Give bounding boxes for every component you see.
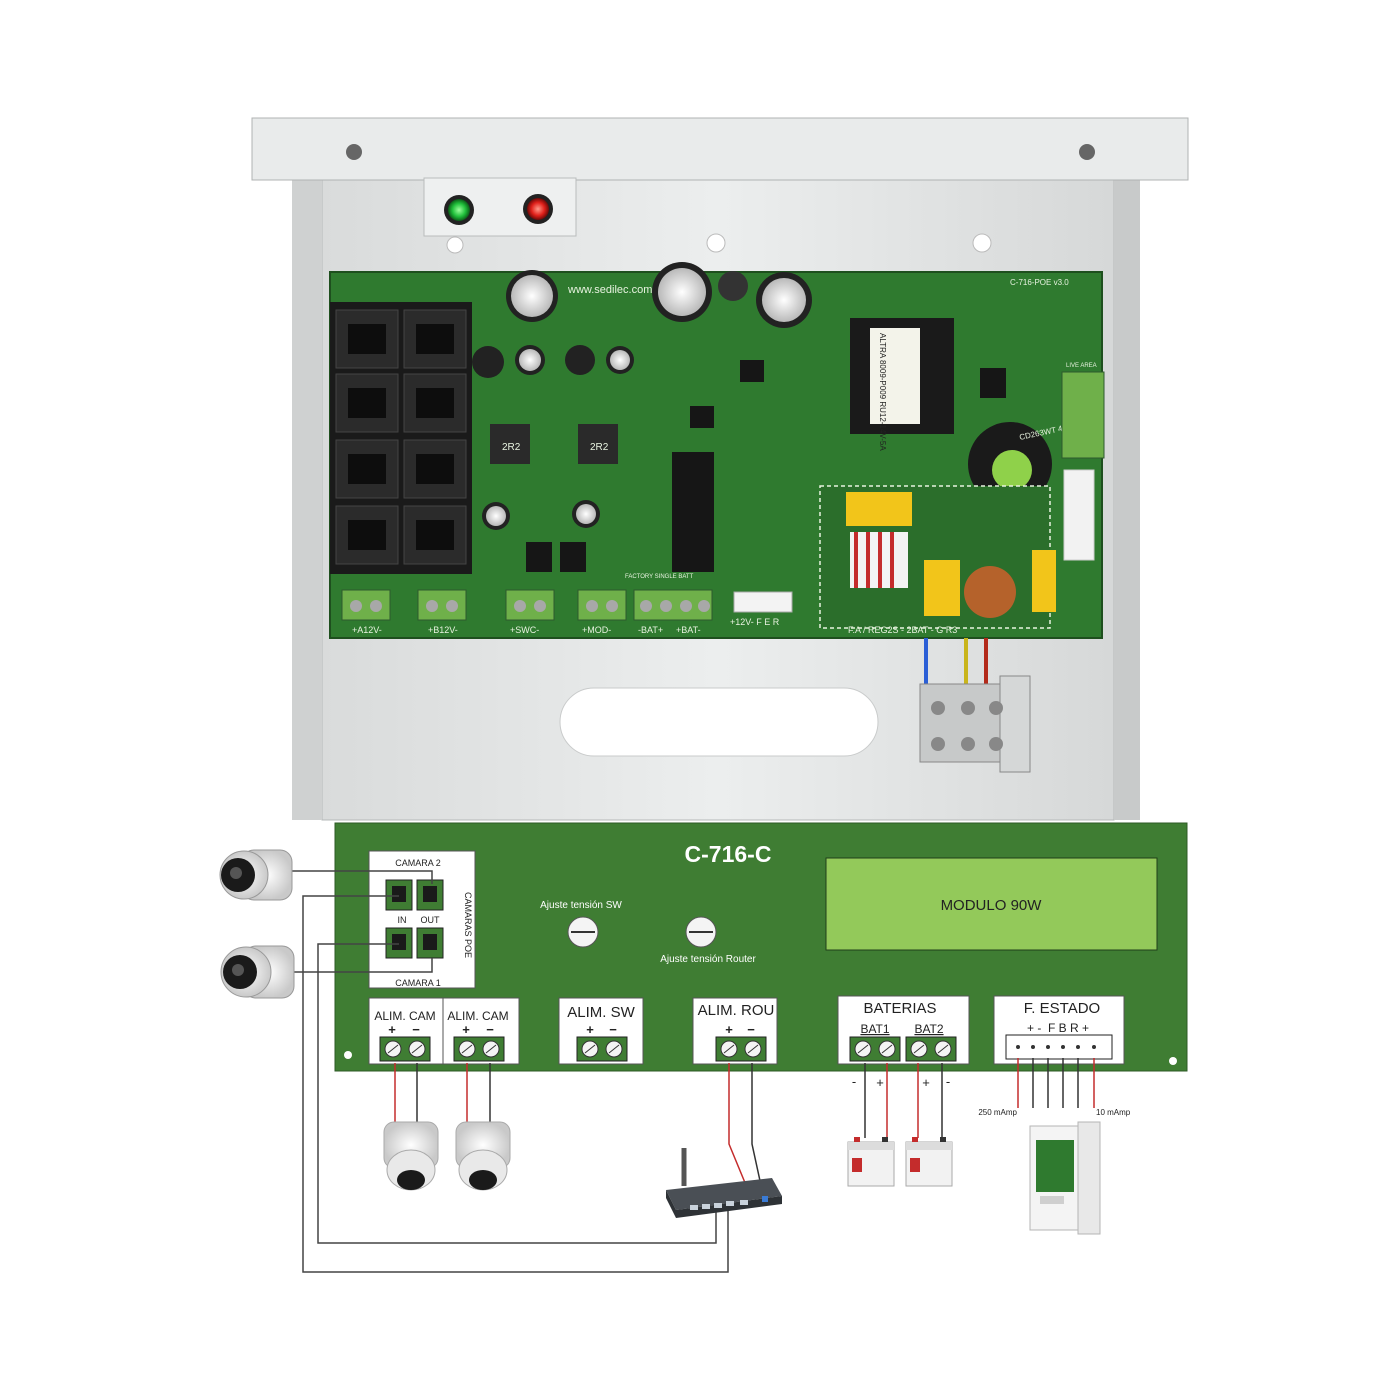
poe-port-cam1-in[interactable] [385, 927, 413, 959]
bat1-minus-marker: - [852, 1074, 856, 1089]
alim-cam-2-terminal[interactable] [453, 1036, 505, 1062]
minus-sign: − [747, 1022, 755, 1037]
dome-camera-icon [455, 1121, 511, 1191]
plus-sign: + [462, 1022, 470, 1037]
current-right-label: 10 mAmp [1096, 1108, 1131, 1117]
poe-side-label: CAMARAS POE [463, 892, 473, 958]
bat2-label: BAT2 [914, 1022, 943, 1036]
pcb-terminals [341, 589, 793, 621]
front-panel: C-716-C MODULO 90W Ajuste tensión SW Aju… [334, 822, 1188, 1072]
estado-box: F. ESTADO + - F B R + [993, 995, 1125, 1065]
cam1-label: CAMARA 1 [395, 978, 441, 988]
baterias-label: BATERIAS [863, 1000, 936, 1017]
mount-screw-left [346, 144, 362, 160]
camera-icon [220, 945, 295, 999]
current-left-label: 250 mAmp [978, 1108, 1017, 1117]
pcb-website: www.sedilec.com [567, 284, 652, 296]
terminal-label-bat-plus: +BAT- [676, 625, 701, 635]
alim-cam-1-box: ALIM. CAM + − [368, 997, 444, 1065]
alim-sw-label: ALIM. SW [567, 1004, 635, 1021]
estado-pins-label: + - F B R + [1027, 1021, 1089, 1035]
camera-icon [219, 849, 293, 901]
battery-icon [905, 1137, 953, 1187]
terminal-label-a12v: +A12V- [352, 625, 382, 635]
battery-icon [847, 1137, 895, 1187]
power-filter [819, 371, 1105, 629]
bat2-minus-marker: - [946, 1074, 950, 1089]
router-icon [666, 1148, 782, 1218]
wires [290, 870, 1095, 1273]
dome-camera-icon [383, 1121, 439, 1191]
alim-rou-terminal[interactable] [715, 1036, 767, 1062]
pcb-model-silk: C-716-POE v3.0 [1010, 278, 1069, 287]
adj-router-knob[interactable] [685, 916, 717, 948]
plus-sign: + [586, 1022, 594, 1037]
poe-port-cam2-in[interactable] [385, 879, 413, 911]
minus-sign: − [486, 1022, 494, 1037]
poe-in-label: IN [398, 915, 407, 925]
alim-sw-terminal[interactable] [576, 1036, 628, 1062]
panel-title: C-716-C [685, 841, 772, 867]
estado-label: F. ESTADO [1024, 1000, 1100, 1017]
minus-sign: − [609, 1022, 617, 1037]
factory-label: FACTORY SINGLE BATT [625, 574, 694, 580]
plus-sign: + [388, 1022, 396, 1037]
adj-sw-knob[interactable] [567, 916, 599, 948]
alim-cam-2-box: ALIM. CAM + − [442, 997, 520, 1065]
bat2-terminal[interactable] [905, 1036, 957, 1062]
rj45-block [330, 302, 472, 574]
inductors [490, 424, 618, 464]
cam2-label: CAMARA 2 [395, 858, 441, 868]
estado-terminal[interactable] [1005, 1034, 1113, 1060]
alim-rou-label: ALIM. ROU [698, 1002, 775, 1019]
bat1-terminal[interactable] [849, 1036, 901, 1062]
alim-sw-box: ALIM. SW + − [558, 997, 644, 1065]
terminal-label-mod: +MOD- [582, 625, 611, 635]
adj-router-label: Ajuste tensión Router [660, 954, 756, 965]
terminal-label-swc: +SWC- [510, 625, 539, 635]
alim-cam-1-label: ALIM. CAM [374, 1009, 435, 1023]
live-area-label: LIVE AREA [1066, 363, 1097, 369]
inductor-label-2: 2R2 [590, 442, 609, 453]
plus-sign: + [725, 1022, 733, 1037]
bat1-label: BAT1 [860, 1022, 889, 1036]
poe-port-cam2-out[interactable] [416, 879, 444, 911]
capacitors [472, 262, 1052, 530]
alim-cam-1-terminal[interactable] [379, 1036, 431, 1062]
bat1-plus-marker: + [876, 1075, 884, 1090]
minus-sign: − [412, 1022, 420, 1037]
inductor-label-1: 2R2 [502, 442, 521, 453]
transformer [850, 318, 954, 434]
terminal-label-status: +12V- F E R [730, 617, 780, 627]
module-box [825, 857, 1158, 951]
poe-box: CAMARA 2 CAMARA 1 IN OUT CAMARAS POE [368, 850, 476, 989]
terminal-label-b12v: +B12V- [428, 625, 458, 635]
module-label: MODULO 90W [941, 897, 1043, 914]
mains-connector [919, 638, 1031, 773]
poe-port-cam1-out[interactable] [416, 927, 444, 959]
alim-cam-2-label: ALIM. CAM [447, 1009, 508, 1023]
baterias-box: BATERIAS BAT1 BAT2 [837, 995, 970, 1065]
poe-out-label: OUT [421, 915, 441, 925]
bat2-plus-marker: + [922, 1075, 930, 1090]
mains-label: F.A / REG2S - 2BAT - G R3 [848, 625, 957, 635]
alim-rou-box: ALIM. ROU + − [692, 997, 778, 1065]
terminal-label-bat-minus: -BAT+ [638, 625, 663, 635]
adj-sw-label: Ajuste tensión SW [540, 900, 622, 911]
pcb-board: www.sedilec.com C-716-POE v3.0 CD263WT 4… [329, 262, 1105, 639]
mount-screw-right [1079, 144, 1095, 160]
transformer-label: ALTRA 8009-P009 RU12-14V-5A [878, 333, 887, 451]
alarm-panel-icon [1029, 1121, 1101, 1235]
cable-slot [559, 687, 879, 757]
